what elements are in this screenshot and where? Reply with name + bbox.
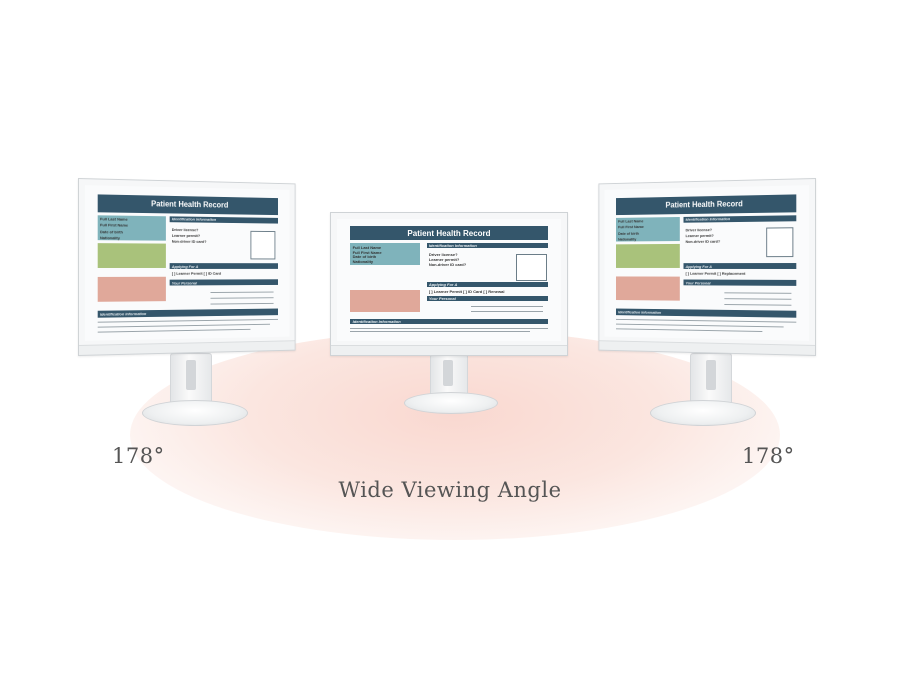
input-line: [724, 292, 791, 293]
record-title: Patient Health Record: [350, 226, 547, 239]
field-full-first-name: Full First Name: [100, 223, 128, 228]
section-applying: Applying For A: [683, 263, 796, 269]
angle-right-label: 178°: [742, 444, 795, 468]
field-full-last-name: Full Last Name: [618, 219, 643, 224]
section-applying: Applying For A: [170, 263, 278, 269]
paragraph-line: [98, 328, 251, 332]
monitor-left-stand-slot: [186, 360, 196, 390]
option-id-card: [ ] ID Card: [204, 271, 222, 276]
monitor-left-screen: Patient Health Record Identification Inf…: [85, 185, 290, 341]
monitor-right-screen: Patient Health Record Identification Inf…: [605, 185, 810, 341]
section-identification: Identification Information: [427, 243, 548, 248]
section-personal: Your Personal: [170, 279, 278, 285]
field-group-green: [98, 243, 166, 268]
field-group-red: [98, 277, 166, 302]
paragraph-line: [98, 324, 270, 328]
input-line: [471, 311, 543, 312]
field-group-red: [616, 276, 679, 300]
monitor-center-bezel: Patient Health Record Identification Inf…: [330, 212, 568, 356]
section-applying: Applying For A: [427, 282, 548, 287]
monitor-right: Patient Health Record Identification Inf…: [582, 178, 822, 428]
monitor-center-stand-slot: [443, 360, 453, 386]
question-learner: Learner permit?: [685, 233, 713, 238]
section-identification: Identification Information: [683, 215, 796, 223]
monitor-right-chin: [599, 340, 815, 355]
section-personal: Your Personal: [683, 280, 796, 287]
question-non-driver: Non-driver ID card?: [685, 239, 720, 244]
field-date-of-birth: Date of birth: [100, 229, 123, 234]
section-identification: Identification Information: [170, 216, 278, 223]
section-personal: Your Personal: [427, 296, 548, 301]
field-nationality: Nationality: [100, 235, 120, 240]
field-nationality: Nationality: [618, 237, 636, 242]
question-non-driver: Non-driver ID card?: [429, 262, 466, 267]
photo-box: [516, 254, 547, 280]
field-full-first-name: Full First Name: [618, 225, 644, 230]
option-id-card: [ ] ID Card: [463, 289, 482, 294]
monitor-left-chin: [79, 340, 295, 355]
record-title: Patient Health Record: [98, 195, 278, 215]
photo-box: [250, 231, 275, 260]
input-line: [724, 298, 791, 300]
input-line: [211, 291, 274, 292]
paragraph-line: [616, 324, 783, 328]
paragraph-line: [616, 319, 796, 323]
input-line: [211, 297, 274, 299]
record-title: Patient Health Record: [616, 195, 796, 215]
monitor-left-stand-base: [142, 400, 248, 426]
paragraph-line: [616, 328, 762, 332]
option-replacement: [ ] Replacement: [717, 271, 745, 276]
options-row: [ ] Learner Permit [ ] ID Card [ ] Renew…: [429, 289, 505, 294]
input-line: [471, 306, 543, 307]
monitor-center: Patient Health Record Identification Inf…: [330, 212, 570, 417]
paragraph-line: [350, 331, 529, 332]
monitor-center-chin: [331, 345, 567, 355]
section-footer: Identification Information: [350, 319, 547, 324]
section-footer: Identification Information: [98, 309, 278, 317]
option-learner-permit: [ ] Learner Permit: [685, 271, 716, 276]
monitor-right-stand-slot: [706, 360, 716, 390]
question-non-driver: Non-driver ID card?: [172, 239, 207, 244]
angle-left-label: 178°: [112, 444, 165, 468]
monitor-left-bezel: Patient Health Record Identification Inf…: [78, 178, 296, 356]
field-group-red: [350, 290, 419, 312]
input-line: [724, 304, 791, 306]
question-driver: Driver license?: [172, 227, 199, 232]
monitor-right-stand-base: [650, 400, 756, 426]
options-row: [ ] Learner Permit [ ] ID Card: [172, 271, 221, 276]
field-date-of-birth: Date of birth: [618, 231, 639, 236]
option-renewal: [ ] Renewal: [483, 289, 504, 294]
question-learner: Learner permit?: [172, 233, 200, 238]
monitor-left: Patient Health Record Identification Inf…: [78, 178, 318, 428]
paragraph-line: [350, 328, 547, 329]
monitor-center-stand-base: [404, 392, 498, 414]
options-row: [ ] Learner Permit [ ] Replacement: [685, 271, 745, 276]
monitor-center-screen: Patient Health Record Identification Inf…: [337, 219, 561, 341]
question-driver: Driver license?: [685, 227, 712, 232]
field-group-green: [616, 244, 679, 268]
caption: Wide Viewing Angle: [0, 478, 900, 502]
paragraph-line: [98, 319, 278, 323]
photo-box: [766, 227, 794, 257]
section-footer: Identification Information: [616, 309, 796, 317]
option-learner-permit: [ ] Learner Permit: [172, 271, 203, 276]
monitor-right-bezel: Patient Health Record Identification Inf…: [598, 178, 816, 356]
field-full-last-name: Full Last Name: [100, 217, 128, 222]
input-line: [211, 303, 274, 305]
option-learner-permit: [ ] Learner Permit: [429, 289, 462, 294]
field-nationality: Nationality: [353, 259, 373, 264]
